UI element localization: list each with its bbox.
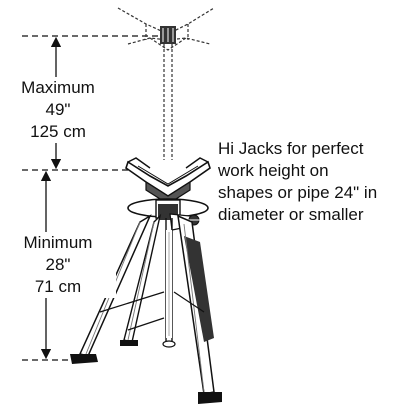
- caption-line-2: work height on: [218, 161, 329, 180]
- maximum-cm: 125 cm: [30, 122, 86, 141]
- description-caption: Hi Jacks for perfect work height on shap…: [218, 138, 414, 226]
- minimum-height-label: Minimum 28" 71 cm: [0, 232, 116, 298]
- v-head: [125, 157, 211, 205]
- caption-line-1: Hi Jacks for perfect: [218, 139, 364, 158]
- caption-line-4: diameter or smaller: [218, 205, 364, 224]
- maximum-height-label: Maximum 49" 125 cm: [0, 77, 116, 143]
- caption-line-3: shapes or pipe 24" in: [218, 183, 378, 202]
- minimum-cm: 71 cm: [34, 277, 82, 296]
- leg-brace: [99, 291, 205, 331]
- tripod-leg-right: [177, 214, 222, 404]
- maximum-label: Maximum: [21, 78, 95, 97]
- minimum-inches: 28": [45, 255, 71, 274]
- maximum-inches: 49": [45, 100, 71, 119]
- minimum-label: Minimum: [23, 233, 93, 252]
